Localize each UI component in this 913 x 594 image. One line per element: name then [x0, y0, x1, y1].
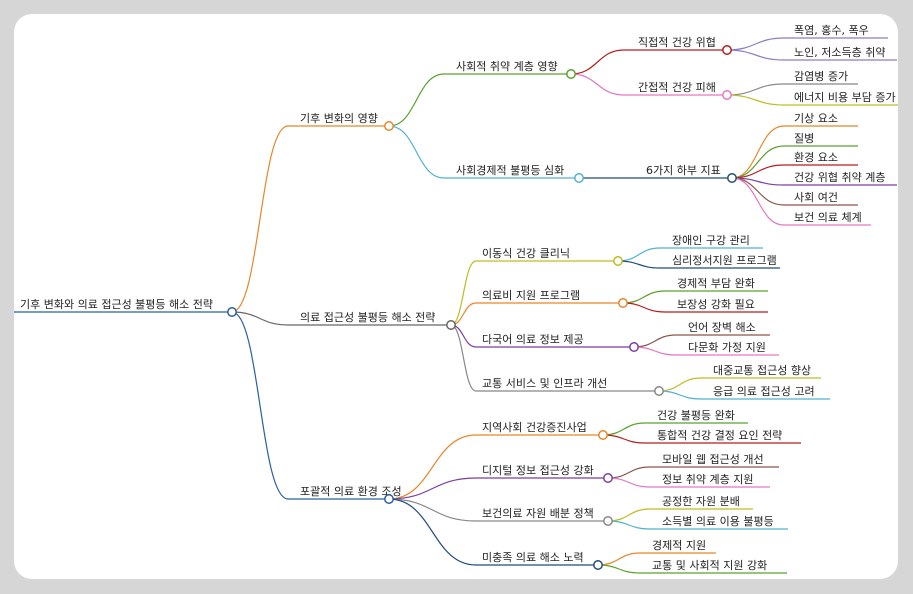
topic-label: 사회경제적 불평등 심화: [456, 164, 564, 177]
leaf-label: 다문화 가정 지원: [688, 341, 766, 354]
topic-label: 의료비 지원 프로그램: [482, 289, 580, 302]
leaf-connector: [597, 564, 641, 574]
topic-connector: [450, 260, 477, 326]
leaf-connector: [607, 466, 651, 479]
leaf-label: 대중교통 접근성 향상: [713, 364, 811, 377]
leaf-label: 응급 의료 접근성 고려: [713, 385, 815, 398]
leaf-connector: [617, 260, 661, 269]
leaf-connector: [602, 422, 646, 436]
topic-connector: [388, 498, 477, 522]
leaf-connector: [607, 477, 651, 488]
branch-node[interactable]: [384, 494, 394, 504]
topic-node[interactable]: [598, 430, 608, 440]
subtopic-node[interactable]: [722, 90, 732, 100]
leaf-label: 장애인 구강 관리: [672, 234, 750, 247]
topic-node[interactable]: [603, 473, 613, 483]
leaf-label: 교통 및 사회적 지원 강화: [652, 559, 767, 572]
subtopic-label: 직접적 건강 위협: [638, 36, 716, 49]
leaf-connector: [597, 552, 641, 566]
leaf-connector: [633, 346, 677, 356]
branch-label: 의료 접근성 불평등 해소 전략: [300, 310, 435, 324]
topic-label: 교통 서비스 및 인프라 개선: [482, 377, 607, 390]
topic-label: 디지털 정보 접근성 강화: [482, 464, 594, 477]
subtopic-connector: [570, 49, 625, 75]
leaf-connector: [726, 83, 785, 96]
leaf-label: 경제적 부담 완화: [677, 277, 755, 290]
topic-node[interactable]: [566, 69, 576, 79]
topic-connector: [388, 498, 477, 566]
root-node[interactable]: [227, 307, 237, 317]
topic-connector: [388, 477, 477, 500]
branch-connector: [231, 125, 289, 313]
leaf-connector: [726, 94, 785, 106]
topic-node[interactable]: [574, 173, 584, 183]
topic-label: 미충족 의료 해소 노력: [482, 550, 584, 564]
mindmap-diagram: 기후 변화와 의료 접근성 불평등 해소 전략 기후 변화의 영향 사회적 취약 계…: [14, 23, 898, 574]
leaf-label: 노인, 저소득층 취약: [794, 45, 885, 59]
leaf-label: 보건 의료 체계: [794, 211, 862, 224]
root-node-label: 기후 변화와 의료 접근성 불평등 해소 전략: [20, 297, 213, 311]
leaf-label: 건강 위협 취약 계층: [794, 170, 885, 184]
mindmap-canvas: 기후 변화와 의료 접근성 불평등 해소 전략 기후 변화의 영향 사회적 취약 계…: [14, 14, 898, 579]
subtopic-label: 간접적 건강 피해: [638, 80, 716, 94]
leaf-label: 사회 여건: [794, 191, 838, 204]
leaf-label: 통합적 건강 결정 요인 전략: [657, 429, 782, 442]
topic-node[interactable]: [613, 256, 623, 266]
leaf-connector: [622, 302, 666, 313]
leaf-label: 감염병 증가: [794, 70, 848, 83]
leaf-connector: [658, 377, 702, 392]
subtopic-node[interactable]: [722, 45, 732, 55]
leaf-label: 공정한 자원 분배: [662, 495, 740, 508]
topic-node[interactable]: [629, 342, 639, 352]
topic-label: 사회적 취약 계층 영향: [456, 59, 558, 73]
branch-label: 기후 변화의 영향: [300, 112, 378, 125]
subtopic-connector: [570, 73, 625, 96]
topic-node[interactable]: [654, 386, 664, 396]
subtopic-label: 6가지 하부 지표: [646, 163, 721, 177]
leaf-label: 소득별 의료 이용 불평등: [662, 515, 774, 528]
leaf-connector: [602, 434, 646, 444]
leaf-connector: [633, 334, 677, 348]
leaf-connector: [726, 37, 785, 51]
topic-label: 다국어 의료 정보 제공: [482, 333, 584, 346]
leaf-connector: [726, 49, 785, 61]
leaf-label: 기상 요소: [794, 112, 838, 125]
leaf-connector: [622, 290, 666, 304]
leaf-connector: [617, 247, 661, 262]
leaf-connector: [731, 125, 785, 179]
leaf-label: 심리정서지원 프로그램: [672, 254, 777, 267]
leaf-label: 모바일 웹 접근성 개선: [662, 452, 764, 466]
leaf-label: 경제적 지원: [652, 539, 706, 552]
topic-node[interactable]: [603, 516, 613, 526]
topic-node[interactable]: [593, 560, 603, 570]
topic-connector: [388, 434, 477, 500]
topic-label: 이동식 건강 클리닉: [482, 247, 570, 260]
leaf-label: 정보 취약 계층 지원: [662, 472, 753, 486]
leaf-label: 건강 불평등 완화: [657, 409, 735, 422]
subtopic-node[interactable]: [727, 173, 737, 183]
leaf-label: 보장성 강화 필요: [677, 298, 755, 311]
leaf-label: 언어 장벽 해소: [688, 320, 756, 334]
leaf-label: 에너지 비용 부담 증가: [794, 91, 896, 104]
branch-node[interactable]: [446, 320, 456, 330]
leaf-connector: [731, 177, 785, 226]
leaf-connector: [658, 390, 702, 400]
topic-connector: [450, 302, 477, 326]
leaf-connector: [607, 508, 651, 522]
branch-label: 포괄적 의료 환경 조성: [300, 485, 402, 498]
topic-connector: [388, 125, 445, 179]
topic-label: 지역사회 건강증진사업: [482, 421, 587, 434]
topic-node[interactable]: [618, 298, 628, 308]
branch-connector: [231, 311, 289, 500]
leaf-label: 질병: [794, 132, 814, 145]
branch-node[interactable]: [384, 121, 394, 131]
leaf-label: 환경 요소: [794, 151, 838, 164]
branch-connector: [231, 311, 289, 326]
topic-connector: [388, 73, 445, 127]
leaf-label: 폭염, 홍수, 폭우: [794, 23, 869, 37]
leaf-connector: [607, 520, 651, 530]
topic-label: 보건의료 자원 배분 정책: [482, 507, 594, 520]
